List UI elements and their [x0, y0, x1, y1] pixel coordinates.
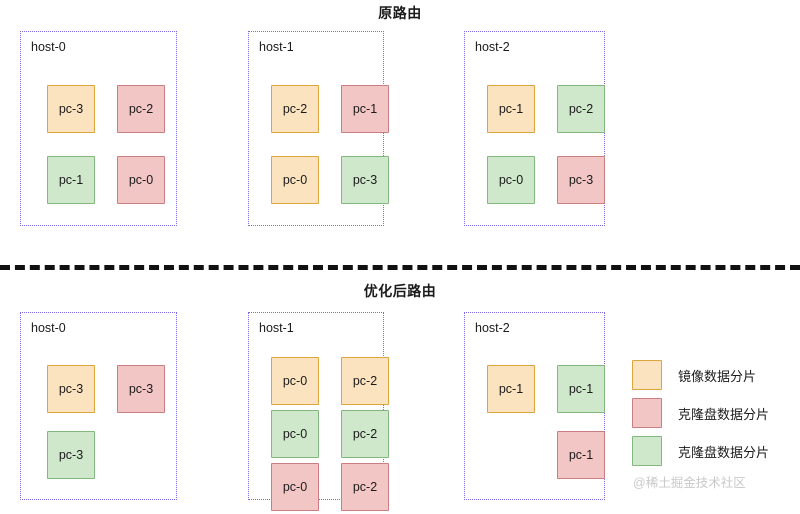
shard-cell[interactable]: pc-0 — [487, 156, 535, 204]
section-divider — [0, 265, 800, 270]
host-box-original-host-0: host-0 pc-3 pc-2 pc-1 pc-0 — [20, 31, 177, 226]
legend: 镜像数据分片克隆盘数据分片克隆盘数据分片 — [632, 356, 769, 470]
legend-swatch-orange — [632, 360, 662, 390]
shard-cell[interactable]: pc-1 — [341, 85, 389, 133]
legend-label: 克隆盘数据分片 — [678, 444, 770, 460]
shard-cell[interactable]: pc-2 — [341, 410, 389, 458]
host-box-optimized-host-1: host-1 pc-0 pc-2 pc-0 pc-2 pc-0 pc-2 — [248, 312, 389, 511]
shard-cell[interactable]: pc-2 — [117, 85, 165, 133]
shard-cell[interactable]: pc-3 — [341, 156, 389, 204]
shard-cell[interactable]: pc-0 — [271, 156, 319, 204]
shard-cell[interactable]: pc-3 — [47, 85, 95, 133]
watermark: @稀土掘金技术社区 — [633, 476, 746, 490]
shard-cell[interactable]: pc-0 — [271, 357, 319, 405]
shard-cell[interactable]: pc-0 — [271, 410, 319, 458]
shard-cell[interactable]: pc-3 — [47, 365, 95, 413]
legend-swatch-pink — [632, 398, 662, 428]
legend-item: 镜像数据分片 — [632, 356, 769, 394]
host-label: host-1 — [259, 40, 294, 54]
host-label: host-0 — [31, 321, 66, 335]
host-box-original-host-2: host-2 pc-1 pc-2 pc-0 pc-3 — [464, 31, 605, 226]
shard-cell[interactable]: pc-1 — [557, 431, 605, 479]
shard-cell[interactable]: pc-2 — [271, 85, 319, 133]
host-box-original-host-1: host-1 pc-2 pc-1 pc-0 pc-3 — [248, 31, 389, 226]
shard-cell[interactable]: pc-3 — [47, 431, 95, 479]
section-title-original: 原路由 — [378, 5, 422, 21]
host-box-optimized-host-0: host-0 pc-3 pc-3 pc-3 — [20, 312, 177, 500]
host-label: host-2 — [475, 321, 510, 335]
shard-cell[interactable]: pc-0 — [271, 463, 319, 511]
shard-cell[interactable]: pc-2 — [341, 463, 389, 511]
shard-cell[interactable]: pc-3 — [557, 156, 605, 204]
shard-cell[interactable]: pc-2 — [557, 85, 605, 133]
shard-cell[interactable]: pc-2 — [341, 357, 389, 405]
shard-cell[interactable]: pc-1 — [47, 156, 95, 204]
shard-cell[interactable]: pc-1 — [487, 85, 535, 133]
shard-cell[interactable]: pc-3 — [117, 365, 165, 413]
shard-cell[interactable]: pc-0 — [117, 156, 165, 204]
shard-cell[interactable]: pc-1 — [487, 365, 535, 413]
legend-swatch-green — [632, 436, 662, 466]
shard-cell[interactable]: pc-1 — [557, 365, 605, 413]
section-title-optimized: 优化后路由 — [363, 283, 437, 299]
legend-item: 克隆盘数据分片 — [632, 432, 769, 470]
host-box-optimized-host-2: host-2 pc-1 pc-1 pc-1 — [464, 312, 605, 500]
legend-label: 克隆盘数据分片 — [678, 406, 770, 422]
legend-label: 镜像数据分片 — [678, 368, 757, 384]
legend-item: 克隆盘数据分片 — [632, 394, 769, 432]
host-label: host-2 — [475, 40, 510, 54]
host-label: host-1 — [259, 321, 294, 335]
host-label: host-0 — [31, 40, 66, 54]
